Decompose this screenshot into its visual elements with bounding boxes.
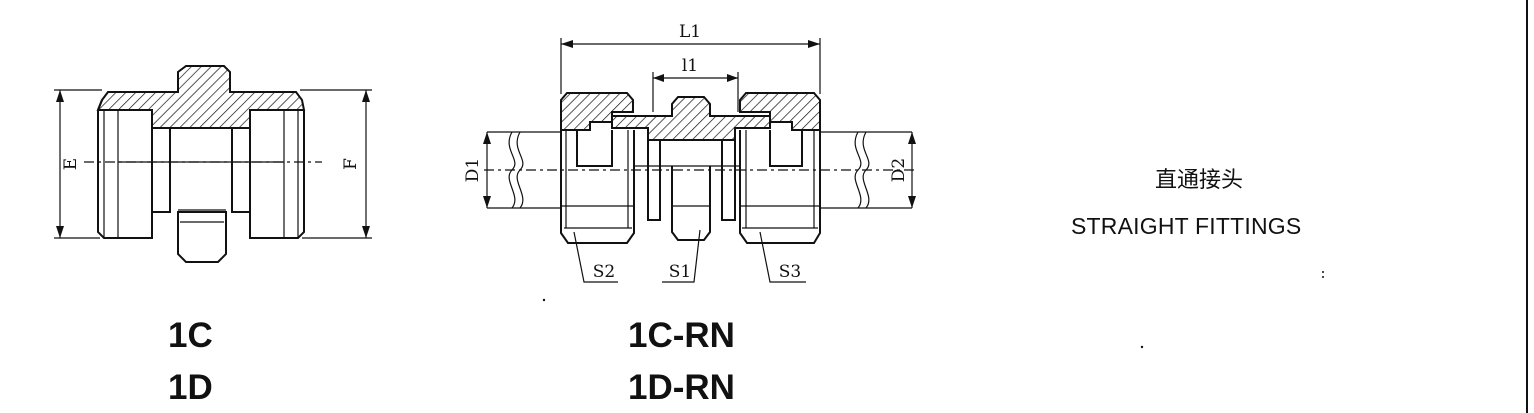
code-1c-rn: 1C-RN [628, 316, 735, 355]
fitting-1crn-right-nut-hatch [739, 92, 821, 131]
dimension-label-l1: L1 [679, 22, 701, 42]
dimension-label-e: E [61, 158, 81, 170]
code-1c: 1C [168, 316, 213, 355]
dimension-label-f: F [341, 158, 361, 170]
dimension-label-s1: S1 [669, 262, 691, 282]
fitting-1c-section-hatch [96, 65, 306, 129]
code-1d: 1D [168, 368, 213, 407]
title-chinese: 直通接头 [1155, 168, 1244, 193]
code-1d-rn: 1D-RN [628, 368, 735, 407]
dimension-label-d2: D2 [889, 158, 909, 182]
fitting-1crn-drawing: L1 l1 [463, 22, 1324, 349]
title-english: STRAIGHT FITTINGS [1071, 213, 1302, 239]
dimension-label-s2: S2 [593, 262, 615, 282]
dimension-label-d1: D1 [463, 158, 483, 182]
fitting-1crn-left-nut-hatch [560, 92, 634, 131]
dimension-label-s3: S3 [779, 262, 801, 282]
dimension-label-l1-inner: l1 [682, 56, 698, 76]
fitting-1c-drawing: E F [54, 65, 372, 263]
